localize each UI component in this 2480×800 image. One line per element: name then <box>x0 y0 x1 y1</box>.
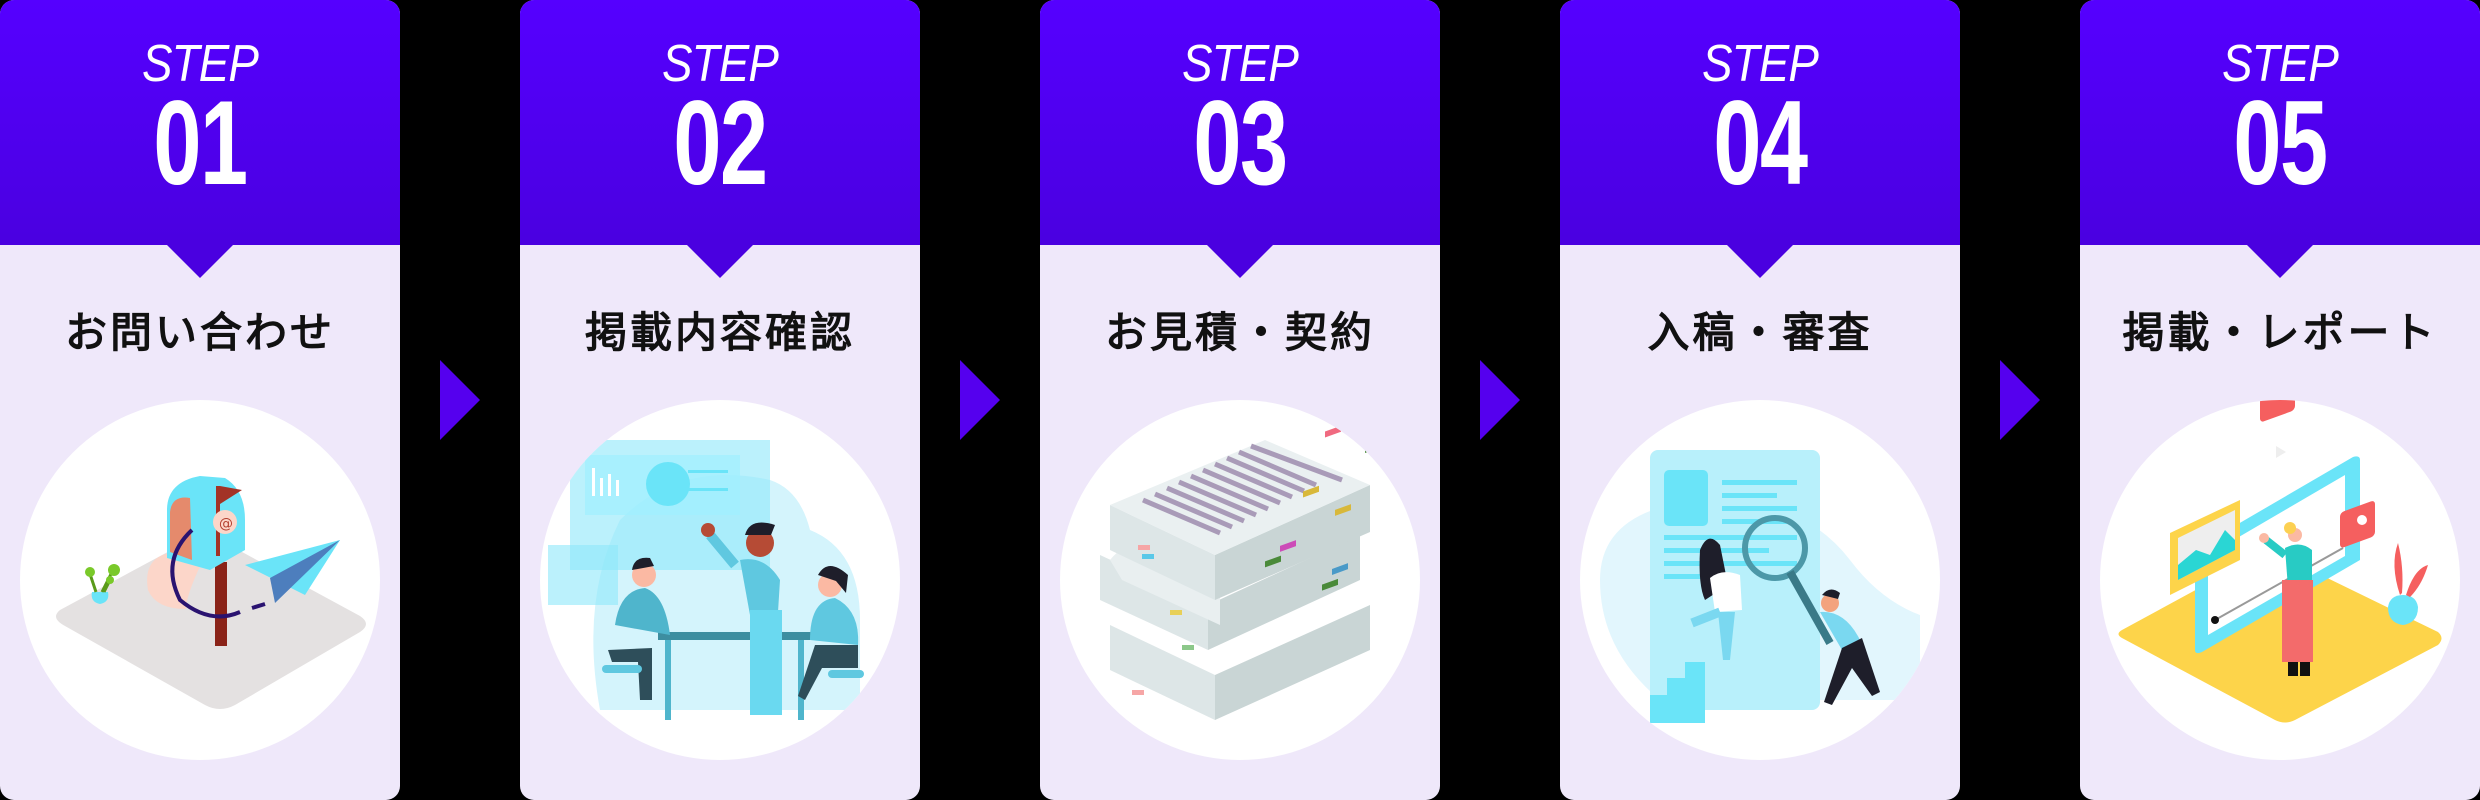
header-pointer <box>1726 244 1794 278</box>
header-pointer <box>2246 244 2314 278</box>
step-header: STEP 03 <box>1040 0 1440 245</box>
step-card-05: STEP 05 掲載・レポート <box>2080 0 2480 800</box>
svg-text:@: @ <box>219 516 233 532</box>
header-pointer <box>686 244 754 278</box>
step-card-02: STEP 02 掲載内容確認 <box>520 0 920 800</box>
step-label: STEP <box>1181 35 1299 93</box>
step-title: お問い合わせ <box>64 308 335 357</box>
step-title: 掲載・レポート <box>2122 308 2438 357</box>
step-title: お見積・契約 <box>1104 308 1375 357</box>
arrow-right-icon <box>440 360 480 440</box>
header-pointer <box>1206 244 1274 278</box>
step-label: STEP <box>1701 35 1819 93</box>
arrow-right-icon <box>1480 360 1520 440</box>
arrow-right-icon <box>960 360 1000 440</box>
step-title: 入稿・審査 <box>1647 308 1873 357</box>
arrow-right-icon <box>2000 360 2040 440</box>
mailbox-illustration-icon: @ <box>20 400 380 760</box>
step-card-01: STEP 01 お問い合わせ @ <box>0 0 400 800</box>
step-number: 01 <box>153 76 248 210</box>
step-label: STEP <box>2221 35 2339 93</box>
step-number: 03 <box>1193 76 1288 210</box>
team-meeting-illustration-icon <box>540 400 900 760</box>
step-card-04: STEP 04 入稿・審査 <box>1560 0 1960 800</box>
document-stack-illustration-icon <box>1060 400 1420 760</box>
step-label: STEP <box>141 35 259 93</box>
step-number: 02 <box>673 76 768 210</box>
step-title: 掲載内容確認 <box>584 308 855 357</box>
step-header: STEP 05 <box>2080 0 2480 245</box>
media-report-illustration-icon <box>2100 400 2460 760</box>
step-label: STEP <box>661 35 779 93</box>
step-header: STEP 04 <box>1560 0 1960 245</box>
step-header: STEP 01 <box>0 0 400 245</box>
step-header: STEP 02 <box>520 0 920 245</box>
step-number: 05 <box>2233 76 2328 210</box>
step-number: 04 <box>1713 76 1808 210</box>
header-pointer <box>166 244 234 278</box>
step-card-03: STEP 03 お見積・契約 <box>1040 0 1440 800</box>
review-magnifier-illustration-icon <box>1580 400 1940 760</box>
